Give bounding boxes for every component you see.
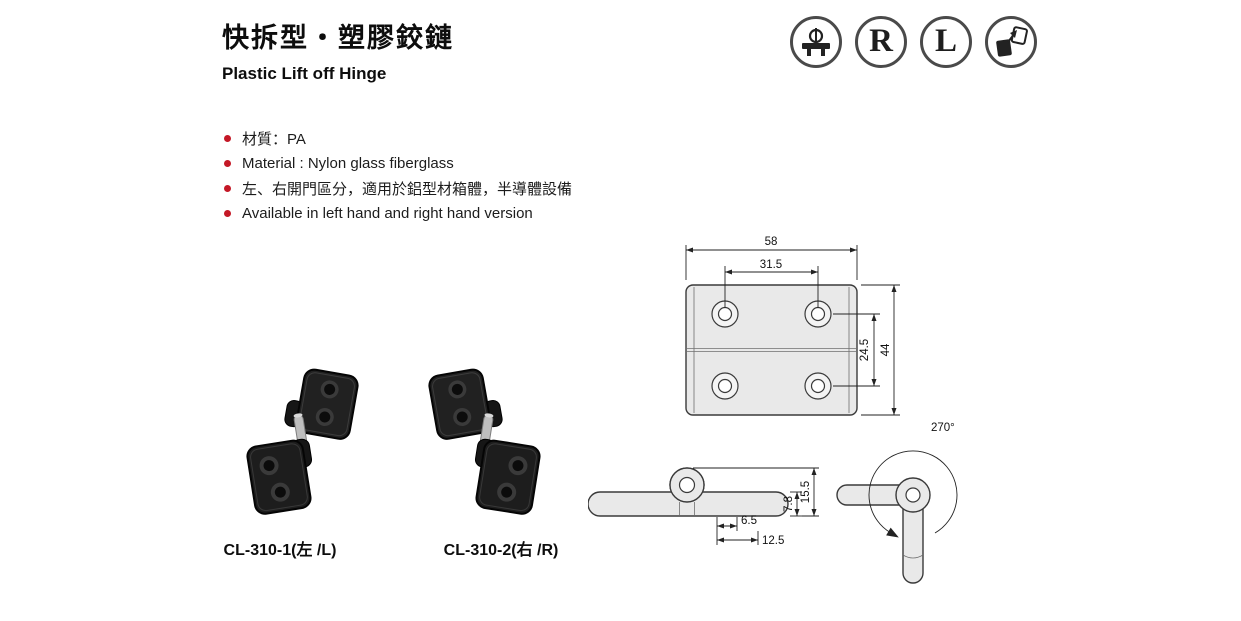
dim-hole-pitch-horizontal: 31.5	[724, 259, 819, 308]
dim-overall-height: 44	[861, 284, 900, 416]
hinge-upper-leaf	[284, 368, 359, 440]
dim-label-knuckle-height: 15.5	[800, 481, 812, 503]
rotation-drawing: 270°	[836, 422, 958, 584]
product-photo-right	[412, 362, 547, 537]
hinge-body-front	[685, 284, 858, 416]
product-caption-right: CL-310-2(右 /R)	[443, 542, 559, 559]
left-hand-label: L	[934, 22, 957, 59]
rotation-arc	[868, 450, 958, 538]
dim-offset-a: 6.5	[716, 515, 757, 545]
front-view-drawing: 58 31.5 24.5 44	[685, 236, 900, 416]
dim-offset-b: 12.5	[717, 531, 784, 547]
hinge-section-icon	[802, 28, 830, 56]
dim-knuckle-height: 15.5	[693, 467, 819, 517]
hinge-lower-leaf	[474, 413, 541, 515]
bullet-dot	[224, 210, 231, 217]
left-hand-badge: L	[920, 16, 972, 68]
dim-label-width: 58	[765, 236, 778, 248]
dim-label-hole-pitch-v: 24.5	[859, 339, 871, 361]
bullet-dot	[224, 185, 231, 192]
spec-item-material-zh: 材質：PA	[224, 126, 572, 151]
hinge-lower-leaf	[246, 413, 313, 515]
spec-text: 材質：PA	[242, 131, 306, 148]
spec-item-material-en: Material : Nylon glass fiberglass	[224, 151, 572, 176]
spec-text: Available in left hand and right hand ve…	[242, 205, 533, 222]
dim-label-height: 44	[880, 343, 892, 356]
dim-label-offset-a: 6.5	[741, 515, 757, 527]
page-title-zh: 快拆型・塑膠鉸鏈	[222, 23, 454, 53]
spec-text: Material : Nylon glass fiberglass	[242, 155, 454, 172]
rotation-vertical-leaf	[902, 494, 924, 584]
product-caption-left: CL-310-1(左 /L)	[223, 542, 337, 559]
dim-overall-width: 58	[685, 236, 858, 280]
page-title-en: Plastic Lift off Hinge	[222, 64, 387, 83]
hinge-upper-leaf	[428, 368, 503, 440]
rotation-pin-hole	[905, 487, 921, 503]
rotation-horizontal-leaf	[836, 484, 914, 506]
dim-label-thickness: 7.8	[783, 496, 795, 512]
lift-off-icon	[996, 26, 1028, 57]
right-hand-label: R	[869, 22, 893, 59]
hinge-photo-right	[428, 368, 541, 515]
bullet-dot	[224, 135, 231, 142]
hinge-photo-left	[246, 368, 359, 515]
header: 快拆型・塑膠鉸鏈 Plastic Lift off Hinge	[222, 16, 454, 84]
feature-badges: R L	[790, 16, 1037, 68]
rotation-angle-label: 270°	[931, 422, 955, 434]
product-photo-left	[240, 362, 375, 537]
spec-text: 左、右開門區分，適用於鋁型材箱體，半導體設備	[242, 181, 573, 198]
dim-label-hole-pitch: 31.5	[760, 259, 782, 271]
counterbore-holes	[711, 300, 832, 400]
dim-label-offset-b: 12.5	[762, 535, 784, 547]
pin-hole	[678, 476, 696, 494]
hinge-type-badge	[790, 16, 842, 68]
dim-leaf-thickness: 7.8	[783, 491, 802, 517]
dim-hole-pitch-vertical: 24.5	[833, 313, 880, 387]
bullet-dot	[224, 160, 231, 167]
right-hand-badge: R	[855, 16, 907, 68]
lift-off-badge	[985, 16, 1037, 68]
spec-list: 材質：PA Material : Nylon glass fiberglass …	[224, 126, 572, 226]
spec-item-usage-zh: 左、右開門區分，適用於鋁型材箱體，半導體設備	[224, 176, 572, 201]
side-view-drawing: 7.8 15.5 6.5 12.5	[588, 467, 819, 547]
spec-item-usage-en: Available in left hand and right hand ve…	[224, 201, 572, 226]
